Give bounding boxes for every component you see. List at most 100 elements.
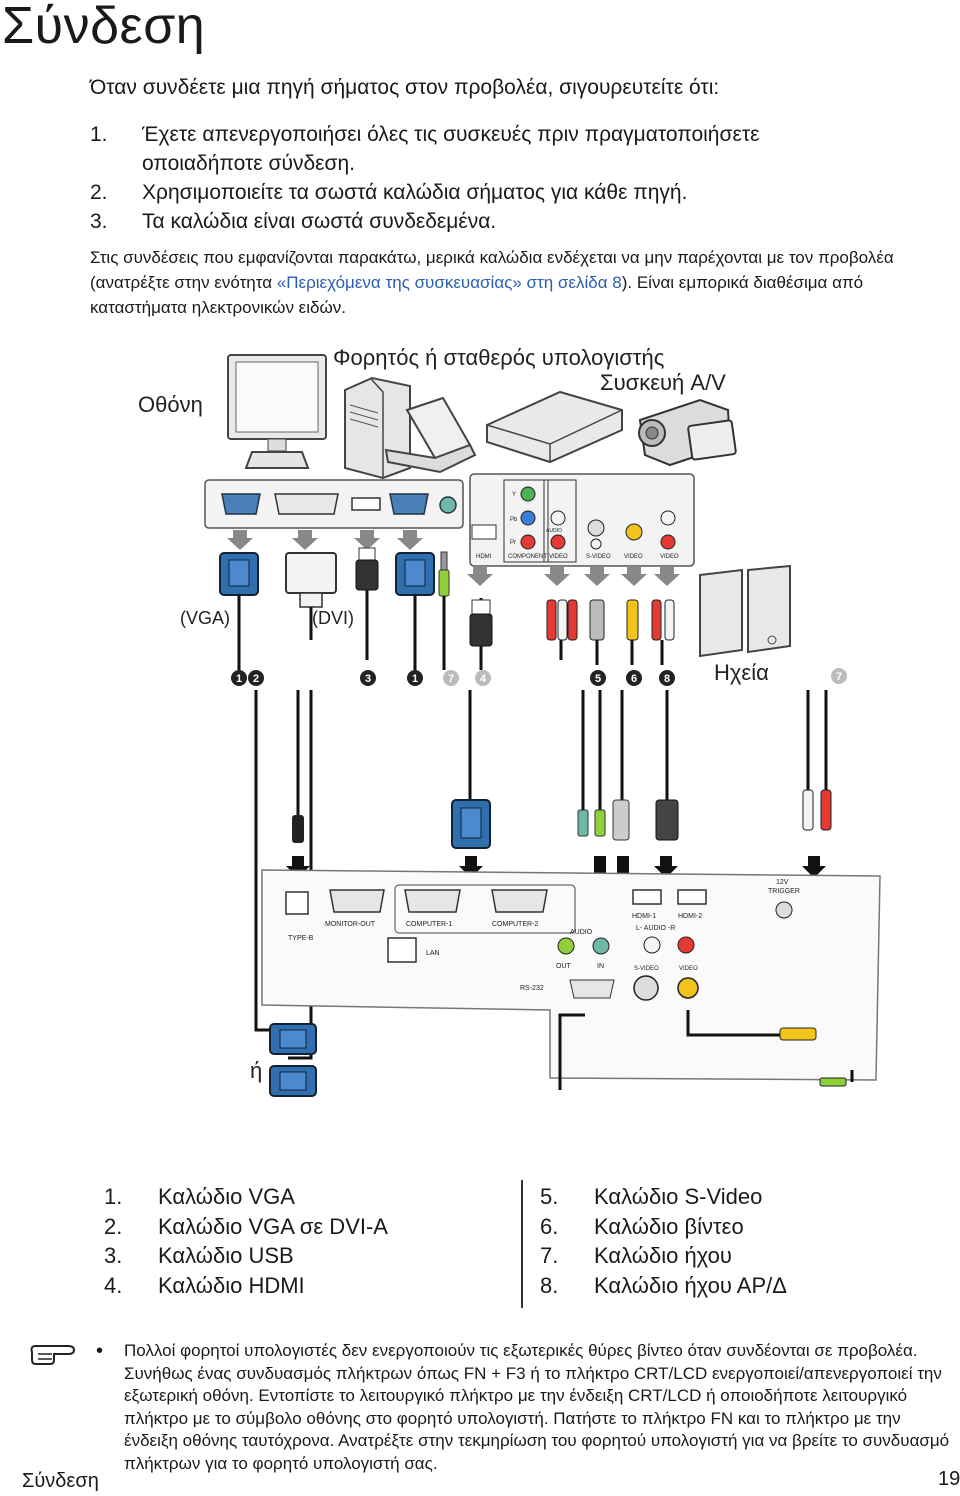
legend-item: 7. Καλώδιο ήχου [540, 1241, 787, 1271]
dvd-player-icon [486, 390, 623, 464]
av-pb-label: Pb [510, 517, 518, 523]
checklist-number: 3. [90, 210, 108, 233]
legend-number: 7. [540, 1243, 559, 1268]
computer-label: Φορητός ή σταθερός υπολογιστής [333, 345, 664, 370]
cable-marker: 7 [836, 671, 842, 683]
hdmi-2-label: HDMI-2 [678, 913, 702, 920]
audio-lr-label: L- AUDIO -R [636, 925, 675, 932]
rca-plug-yellow-icon [779, 1027, 817, 1041]
speakers-icon [699, 564, 791, 658]
page-number: 19 [938, 1468, 960, 1490]
legend-item: 6. Καλώδιο βίντεο [540, 1212, 787, 1242]
cable-legend-right: 5. Καλώδιο S-Video 6. Καλώδιο βίντεο 7. Καλ… [540, 1182, 787, 1300]
legend-text: Καλώδιο ήχου [594, 1243, 732, 1268]
av-component-label: COMPONENT [508, 554, 547, 560]
hdmi-1-label: HDMI-1 [632, 913, 656, 920]
trigger-label: TRIGGER [768, 888, 800, 895]
legend-number: 3. [104, 1243, 123, 1268]
checklist-text: Χρησιμοποιείτε τα σωστά καλώδια σήματος … [142, 181, 688, 204]
audio-mini-plugs-icon [577, 809, 606, 837]
page-title: Σύνδεση [2, 0, 206, 55]
note-text: Στις συνδέσεις που εμφανίζονται παρακάτω… [90, 248, 894, 292]
dvi-plug-icon [285, 552, 337, 608]
rca-plugs-upper [546, 599, 675, 641]
cable-marker: 1 [236, 673, 242, 685]
audio-out-label: OUT [556, 963, 572, 970]
audio-jack-icon [439, 496, 457, 514]
legend-number: 6. [540, 1213, 559, 1239]
cable-marker: 7 [448, 673, 454, 685]
speakers-label: Ηχεία [714, 660, 769, 685]
rca-wires-upper [559, 640, 664, 665]
legend-number: 4. [104, 1272, 123, 1298]
legend-number: 8. [540, 1272, 559, 1298]
vga-plug-icon [451, 799, 491, 849]
av-video-label: VIDEO [549, 554, 568, 560]
lower-return-cables [558, 1010, 780, 1090]
connection-diagram: Οθόνη Φορητός ή σταθερός υπολογιστής Συσ… [138, 345, 881, 1097]
package-contents-link[interactable]: «Περιεχόμενα της συσκευασίας» στη σελίδα… [276, 273, 622, 292]
av-pr-label: Pr [510, 540, 516, 546]
checklist-item: 3. Τα καλώδια είναι σωστά συνδεδεμένα. [90, 207, 862, 236]
trigger-12v-label: 12V [776, 879, 789, 886]
or-label: ή [250, 1058, 262, 1083]
tip-bullet: • [96, 1340, 104, 1362]
legend-text: Καλώδιο S-Video [594, 1184, 763, 1209]
av-video2-label: VIDEO [624, 554, 643, 560]
cable-marker: 1 [412, 673, 418, 685]
cable-marker: 2 [253, 673, 259, 685]
computer-2-label: COMPUTER-2 [492, 921, 538, 928]
legend-item: 4.Καλώδιο HDMI [104, 1271, 388, 1301]
footer-section-label: Σύνδεση [22, 1470, 99, 1492]
av-device-label: Συσκευή A/V [600, 370, 726, 395]
av-port-panel: HDMI Y Pb Pr COMPONENT AUDIO VIDEO S-VID… [469, 473, 695, 567]
cable-marker: 6 [631, 673, 637, 685]
audio-mini-plug-icon [819, 1077, 847, 1087]
cable-marker: 4 [480, 673, 487, 685]
legend-text: Καλώδιο βίντεο [594, 1213, 744, 1239]
audio-label: AUDIO [570, 929, 593, 936]
vga-label: (VGA) [180, 608, 230, 628]
legend-number: 5. [540, 1184, 559, 1209]
cables-note: Στις συνδέσεις που εμφανίζονται παρακάτω… [90, 245, 940, 320]
legend-item: 1. Καλώδιο VGA [104, 1182, 388, 1212]
checklist: 1. Έχετε απενεργοποιήσει όλες τις συσκευ… [90, 120, 862, 236]
audio-in-label: IN [597, 963, 604, 970]
legend-item: 2. Καλώδιο VGA σε DVI-A [104, 1212, 388, 1242]
svideo-label: S-VIDEO [634, 966, 659, 972]
legend-number: 2. [104, 1213, 123, 1239]
vga-plug-lower-icon [269, 1023, 317, 1055]
pointing-hand-icon [30, 1345, 76, 1365]
video-label: VIDEO [679, 966, 698, 972]
legend-text: Καλώδιο VGA [158, 1184, 295, 1209]
cable-marker: 8 [664, 673, 670, 685]
cable-marker: 3 [365, 673, 371, 685]
camcorder-icon [638, 398, 737, 467]
audio-mini-plug-icon [438, 551, 450, 597]
vga-port-icon [221, 493, 261, 515]
legend-text: Καλώδιο USB [158, 1243, 294, 1268]
av-hdmi-label: HDMI [476, 554, 492, 560]
tip-text: Πολλοί φορητοί υπολογιστές δεν ενεργοποι… [124, 1341, 950, 1473]
legend-item: 8. Καλώδιο ήχου ΑΡ/Δ [540, 1271, 787, 1301]
monitor-label: Οθόνη [138, 392, 203, 417]
checklist-text: Τα καλώδια είναι σωστά συνδεδεμένα. [142, 210, 497, 233]
rca-plugs-lower [802, 789, 832, 831]
vga-plug-icon [395, 552, 435, 596]
legend-text: Καλώδιο VGA σε DVI-A [158, 1213, 388, 1239]
laptop-icon [384, 396, 477, 474]
legend-divider [521, 1180, 523, 1308]
hdmi-plug-icon [469, 599, 493, 647]
intro-text: Όταν συνδέετε μια πηγή σήματος στον προβ… [90, 76, 720, 99]
upper-cables [237, 590, 483, 670]
dvi-port-icon [274, 493, 339, 515]
usb-b-plug-icon [292, 815, 304, 843]
checklist-text: Έχετε απενεργοποιήσει όλες τις συσκευές … [142, 123, 760, 175]
legend-text: Καλώδιο ήχου ΑΡ/Δ [594, 1272, 787, 1298]
legend-number: 1. [104, 1184, 123, 1209]
checklist-item: 2. Χρησιμοποιείτε τα σωστά καλώδια σήματ… [90, 178, 862, 207]
input-arrows [227, 530, 680, 586]
vga-port-icon [389, 493, 429, 515]
note-text-end: ). Είναι εμπορικά διαθέσιμα από καταστήμ… [90, 273, 864, 317]
lan-label: LAN [426, 950, 440, 957]
